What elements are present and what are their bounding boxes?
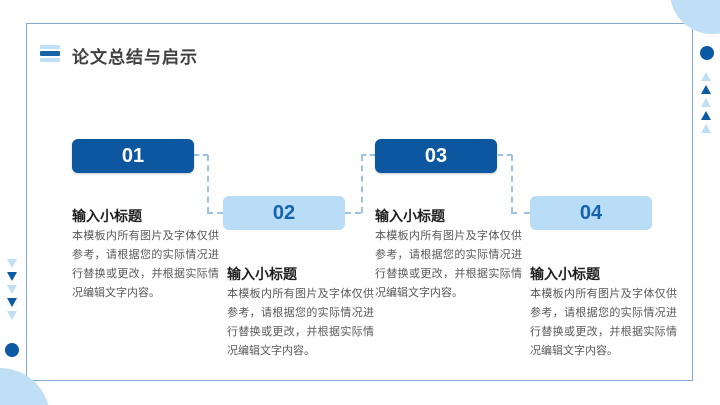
connector-3-segment <box>511 212 530 214</box>
step-2-number-chip: 02 <box>223 196 345 230</box>
connector-3-segment <box>498 154 512 156</box>
step-4-subtitle: 输入小标题 <box>530 266 600 282</box>
step-3-body: 本模板内所有图片及字体仅供参考，请根据您的实际情况进行替换或更改，并根据实际情况… <box>375 230 522 299</box>
step-1-number-chip: 01 <box>72 139 194 173</box>
menu-bars-icon <box>40 45 60 62</box>
step-3-number-chip: 03 <box>375 139 497 173</box>
connector-2-segment <box>361 154 375 156</box>
triangle-up-icon <box>701 124 711 133</box>
triangle-up-icon <box>701 98 711 107</box>
triangle-down-icon <box>7 298 17 307</box>
menu-bar-middle <box>40 51 60 56</box>
triangle-up-icon <box>701 85 711 94</box>
connector-1-segment <box>194 154 208 156</box>
triangle-up-icon <box>701 111 711 120</box>
content-frame <box>26 23 693 381</box>
step-2-body: 本模板内所有图片及字体仅供参考，请根据您的实际情况进行替换或更改，并根据实际情况… <box>227 288 374 357</box>
menu-bar-top <box>40 45 60 49</box>
slide-title: 论文总结与启示 <box>72 48 198 67</box>
step-1-body: 本模板内所有图片及字体仅供参考，请根据您的实际情况进行替换或更改，并根据实际情况… <box>72 230 219 299</box>
dot-decoration-left <box>5 343 19 357</box>
connector-3-segment <box>511 155 513 213</box>
connector-1-segment <box>207 155 209 213</box>
menu-bar-bottom <box>40 58 60 62</box>
step-1-subtitle: 输入小标题 <box>72 208 142 224</box>
connector-2-segment <box>361 155 363 213</box>
step-4-body: 本模板内所有图片及字体仅供参考，请根据您的实际情况进行替换或更改，并根据实际情况… <box>530 288 677 357</box>
step-3-subtitle: 输入小标题 <box>375 208 445 224</box>
triangle-down-icon <box>7 272 17 281</box>
step-4-number-chip: 04 <box>530 196 652 230</box>
step-2-subtitle: 输入小标题 <box>227 266 297 282</box>
dot-decoration-right <box>700 46 714 60</box>
connector-2-segment <box>345 212 361 214</box>
triangle-down-icon <box>7 259 17 268</box>
connector-1-segment <box>207 212 223 214</box>
triangle-down-icon <box>7 311 17 320</box>
triangle-down-icon <box>7 285 17 294</box>
triangle-up-icon <box>701 72 711 81</box>
